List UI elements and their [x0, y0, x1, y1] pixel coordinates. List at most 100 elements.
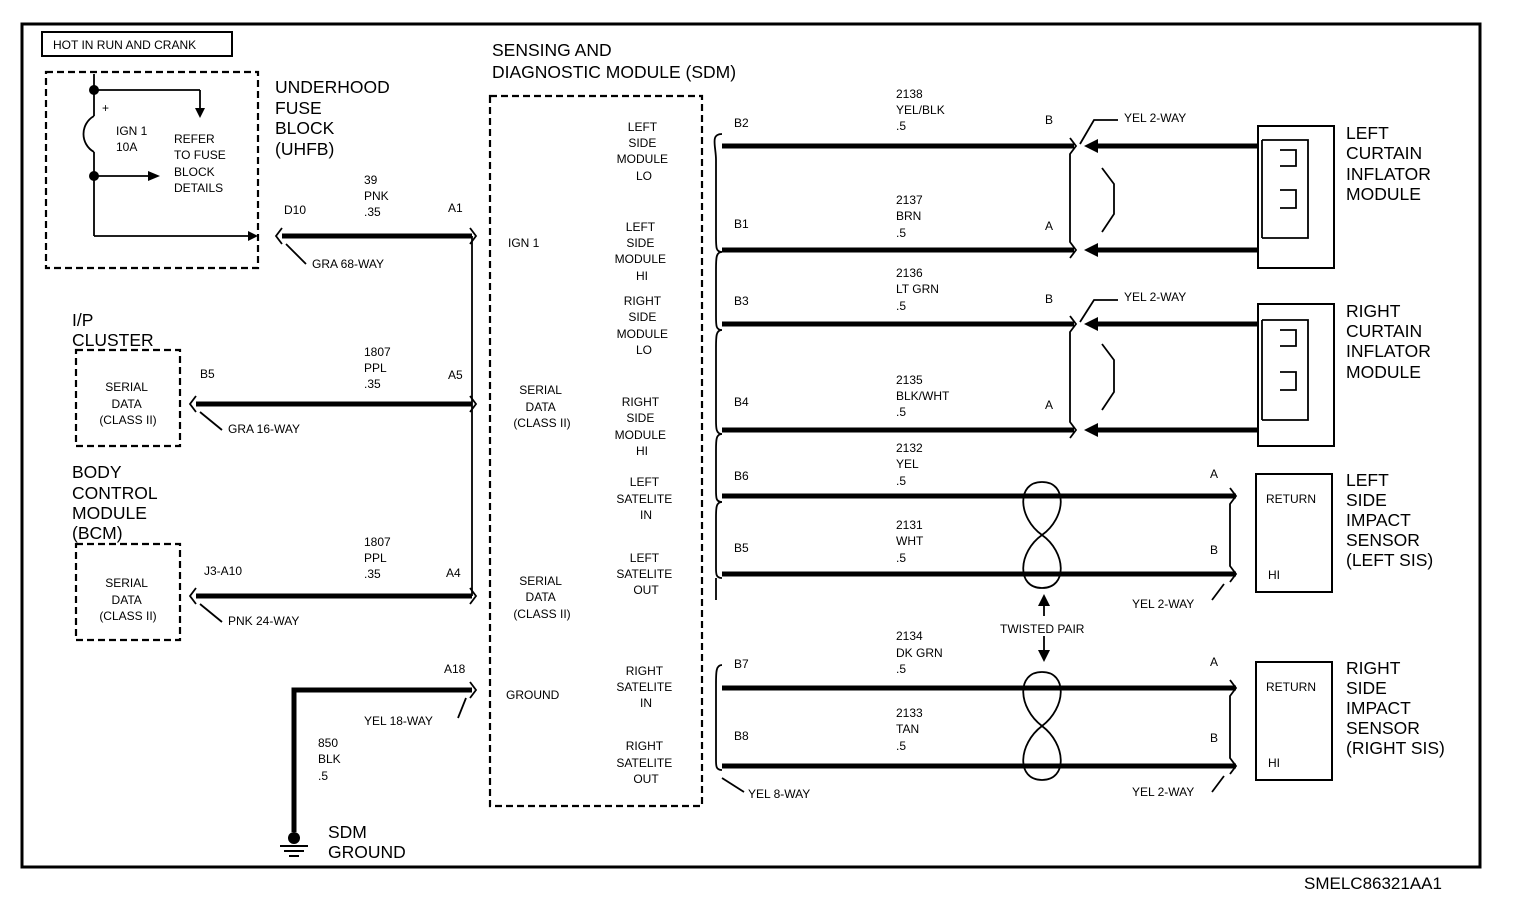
left-sensor-label: LEFT SIDE IMPACT SENSOR (LEFT SIS): [1346, 470, 1433, 570]
svg-text:.5: .5: [896, 299, 906, 313]
svg-text:GROUND: GROUND: [506, 688, 560, 702]
svg-text:B: B: [1210, 543, 1218, 557]
svg-text:2138: 2138: [896, 87, 923, 101]
svg-text:+: +: [102, 101, 109, 115]
sdm-title: SENSING AND DIAGNOSTIC MODULE (SDM): [492, 40, 736, 82]
svg-text:A5: A5: [448, 368, 463, 382]
ip-cluster-block: I/P CLUSTER SERIAL DATA (CLASS II): [72, 310, 182, 448]
uhfb-title: UNDERHOOD FUSE BLOCK (UHFB): [275, 77, 395, 159]
svg-text:TAN: TAN: [896, 722, 919, 736]
fuse-rating: 10A: [116, 140, 137, 154]
svg-text:.5: .5: [896, 226, 906, 240]
sdm-output-left-sat-out: LEFT SATELITE OUT: [616, 551, 675, 597]
right-curtain-inflator: RIGHT CURTAIN INFLATOR MODULE: [1257, 301, 1436, 447]
svg-text:SERIAL DATA (CLASS: SERIAL DATA (CLASS II): [99, 576, 156, 623]
refer-note: REFER TO FUSE BLOCK DETAILS: [174, 132, 229, 195]
svg-text:39: 39: [364, 173, 378, 187]
power-note-text: HOT IN RUN AND CRANK: [53, 38, 196, 52]
svg-text:PPL: PPL: [364, 361, 387, 375]
svg-text:A18: A18: [444, 662, 466, 676]
svg-text:YEL 2-WAY: YEL 2-WAY: [1124, 290, 1186, 304]
power-note: HOT IN RUN AND CRANK: [41, 31, 233, 57]
circuit-labels: 2138 YEL/BLK .5 2137 BRN .5 2136 LT GRN …: [896, 87, 950, 753]
svg-text:B7: B7: [734, 657, 749, 671]
svg-text:A: A: [1045, 398, 1053, 412]
svg-text:.5: .5: [896, 119, 906, 133]
right-wires: TWISTED PAIR B2 B1 B3 B4 B6 B5 B7 B8 213…: [713, 87, 1258, 801]
ground-icon: [280, 832, 308, 857]
svg-text:B3: B3: [734, 294, 749, 308]
svg-text:2136: 2136: [896, 266, 923, 280]
svg-text:.5: .5: [896, 739, 906, 753]
sdm-output-right-hi: RIGHT SIDE MODULE HI: [615, 395, 670, 458]
ground-wire: [291, 687, 472, 832]
svg-text:B5: B5: [734, 541, 749, 555]
svg-text:DK GRN: DK GRN: [896, 646, 943, 660]
svg-text:A: A: [1210, 467, 1218, 481]
svg-text:YEL: YEL: [896, 457, 919, 471]
svg-text:BLK/WHT: BLK/WHT: [896, 389, 950, 403]
svg-text:.35: .35: [364, 567, 381, 581]
sdm-block: SENSING AND DIAGNOSTIC MODULE (SDM) IGN …: [488, 40, 736, 808]
svg-text:J3-A10: J3-A10: [204, 564, 242, 578]
svg-text:B8: B8: [734, 729, 749, 743]
sdm-dashed-box: [488, 94, 704, 808]
left-curtain-inflator: LEFT CURTAIN INFLATOR MODULE: [1257, 123, 1436, 269]
svg-text:GRA 68-WAY: GRA 68-WAY: [312, 257, 384, 271]
svg-text:YEL 2-WAY: YEL 2-WAY: [1132, 597, 1194, 611]
svg-text:YEL 8-WAY: YEL 8-WAY: [748, 787, 810, 801]
svg-text:2133: 2133: [896, 706, 923, 720]
svg-text:B: B: [1045, 113, 1053, 127]
svg-text:SERIAL DATA (CLASS: SERIAL DATA (CLASS II): [513, 574, 570, 621]
bcm-block: BODY CONTROL MODULE (BCM) SERIAL DATA (C…: [72, 462, 182, 642]
ip-cluster-dashed-box: [74, 348, 182, 448]
svg-text:B4: B4: [734, 395, 749, 409]
svg-text:B5: B5: [200, 367, 215, 381]
left-wires: D10 GRA 68-WAY 39 PNK .35 A1 B5 GRA 16-W…: [188, 173, 478, 832]
sdm-output-right-sat-in: RIGHT SATELITE IN: [616, 664, 675, 710]
svg-text:A: A: [1045, 219, 1053, 233]
svg-text:.5: .5: [318, 769, 328, 783]
svg-text:B1: B1: [734, 217, 749, 231]
right-curtain-label: RIGHT CURTAIN INFLATOR MODULE: [1346, 301, 1436, 382]
svg-text:YEL 2-WAY: YEL 2-WAY: [1132, 785, 1194, 799]
twisted-pair-label: TWISTED PAIR: [1000, 622, 1085, 636]
diagram-code: SMELC86321AA1: [1304, 874, 1442, 893]
svg-text:2137: 2137: [896, 193, 923, 207]
svg-text:SERIAL DATA (CLASS: SERIAL DATA (CLASS II): [99, 380, 156, 427]
svg-text:1807: 1807: [364, 345, 391, 359]
svg-text:1807: 1807: [364, 535, 391, 549]
sdm-output-right-lo: RIGHT SIDE MODULE LO: [617, 294, 672, 357]
svg-text:HI: HI: [1268, 756, 1280, 770]
svg-text:SERIAL DATA (CLASS: SERIAL DATA (CLASS II): [513, 383, 570, 430]
svg-text:A1: A1: [448, 201, 463, 215]
svg-text:.5: .5: [896, 405, 906, 419]
fuse-name: IGN 1: [116, 124, 148, 138]
svg-text:BRN: BRN: [896, 209, 921, 223]
svg-text:BLK: BLK: [318, 752, 341, 766]
sdm-output-left-sat-in: LEFT SATELITE IN: [616, 475, 675, 522]
svg-text:D10: D10: [284, 203, 306, 217]
sdm-output-left-lo: LEFT SIDE MODULE LO: [617, 120, 672, 183]
svg-text:2135: 2135: [896, 373, 923, 387]
svg-text:YEL/BLK: YEL/BLK: [896, 103, 945, 117]
svg-text:A: A: [1210, 655, 1218, 669]
svg-text:LT GRN: LT GRN: [896, 282, 939, 296]
svg-text:IGN 1: IGN 1: [508, 236, 540, 250]
left-curtain-label: LEFT CURTAIN INFLATOR MODULE: [1346, 123, 1436, 204]
svg-text:YEL 18-WAY: YEL 18-WAY: [364, 714, 433, 728]
svg-text:.35: .35: [364, 205, 381, 219]
svg-text:A4: A4: [446, 566, 461, 580]
svg-text:.5: .5: [896, 662, 906, 676]
svg-text:B: B: [1210, 731, 1218, 745]
left-side-impact-sensor: RETURN HI LEFT SIDE IMPACT SENSOR (LEFT …: [1255, 470, 1433, 593]
uhfb-block: UNDERHOOD FUSE BLOCK (UHFB) + IGN 1 10A …: [44, 70, 395, 270]
svg-text:2131: 2131: [896, 518, 923, 532]
svg-text:RETURN: RETURN: [1266, 680, 1316, 694]
svg-text:.5: .5: [896, 551, 906, 565]
ip-cluster-title: I/P CLUSTER: [72, 310, 154, 350]
svg-text:B: B: [1045, 292, 1053, 306]
right-side-impact-sensor: RETURN HI RIGHT SIDE IMPACT SENSOR (RIGH…: [1255, 658, 1445, 781]
right-sensor-label: RIGHT SIDE IMPACT SENSOR (RIGHT SIS): [1346, 658, 1445, 758]
